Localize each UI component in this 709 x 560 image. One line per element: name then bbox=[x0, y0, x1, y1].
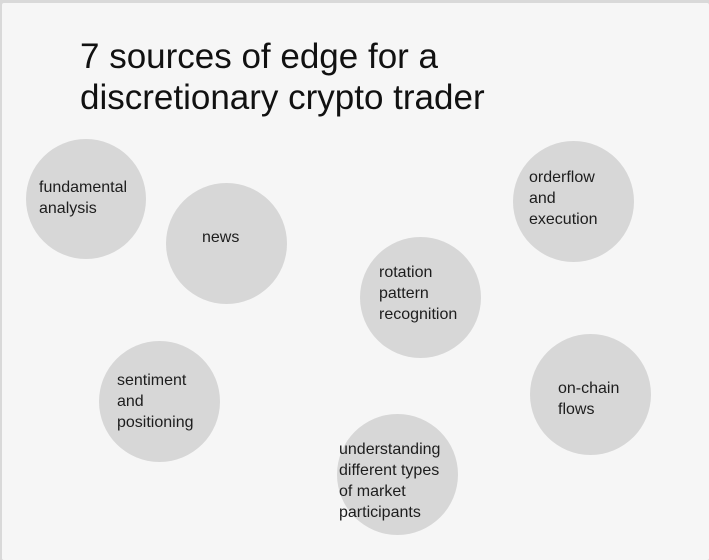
circle-orderflow-execution bbox=[513, 141, 634, 262]
label-line: participants bbox=[339, 504, 421, 521]
label-line: and bbox=[117, 393, 144, 410]
label-sentiment-positioning: sentiment and positioning bbox=[117, 370, 194, 433]
title-line-2: discretionary crypto trader bbox=[80, 78, 485, 117]
label-line: on-chain bbox=[558, 380, 620, 397]
label-line: rotation bbox=[379, 264, 433, 281]
title-line-1: 7 sources of edge for a bbox=[80, 37, 438, 76]
circle-sentiment-positioning bbox=[99, 341, 220, 462]
circle-fundamental-analysis bbox=[26, 139, 146, 259]
label-line: fundamental bbox=[39, 179, 128, 196]
label-line: of market bbox=[339, 483, 406, 500]
label-orderflow-execution: orderflow and execution bbox=[529, 167, 598, 230]
label-line: different types bbox=[339, 462, 440, 479]
label-line: orderflow bbox=[529, 169, 595, 186]
label-rotation-pattern-recognition: rotation pattern recognition bbox=[379, 262, 457, 325]
label-line: understanding bbox=[339, 441, 441, 458]
label-line: flows bbox=[558, 401, 595, 418]
circle-news bbox=[166, 183, 287, 304]
label-market-participants: understanding different types of market … bbox=[339, 439, 440, 523]
label-news: news bbox=[202, 227, 239, 248]
label-line: execution bbox=[529, 211, 598, 228]
circle-on-chain-flows bbox=[530, 334, 651, 455]
label-line: and bbox=[529, 190, 556, 207]
diagram-canvas: 7 sources of edge for a discretionary cr… bbox=[2, 3, 709, 560]
label-line: analysis bbox=[39, 200, 97, 217]
circle-rotation-pattern-recognition bbox=[360, 237, 481, 358]
label-line: positioning bbox=[117, 414, 194, 431]
label-fundamental-analysis: fundamental analysis bbox=[39, 177, 127, 219]
label-line: sentiment bbox=[117, 372, 187, 389]
label-on-chain-flows: on-chain flows bbox=[558, 378, 619, 420]
circle-market-participants bbox=[337, 414, 458, 535]
diagram-title: 7 sources of edge for a discretionary cr… bbox=[80, 36, 640, 118]
label-line: news bbox=[202, 229, 240, 246]
label-line: pattern bbox=[379, 285, 429, 302]
label-line: recognition bbox=[379, 306, 458, 323]
